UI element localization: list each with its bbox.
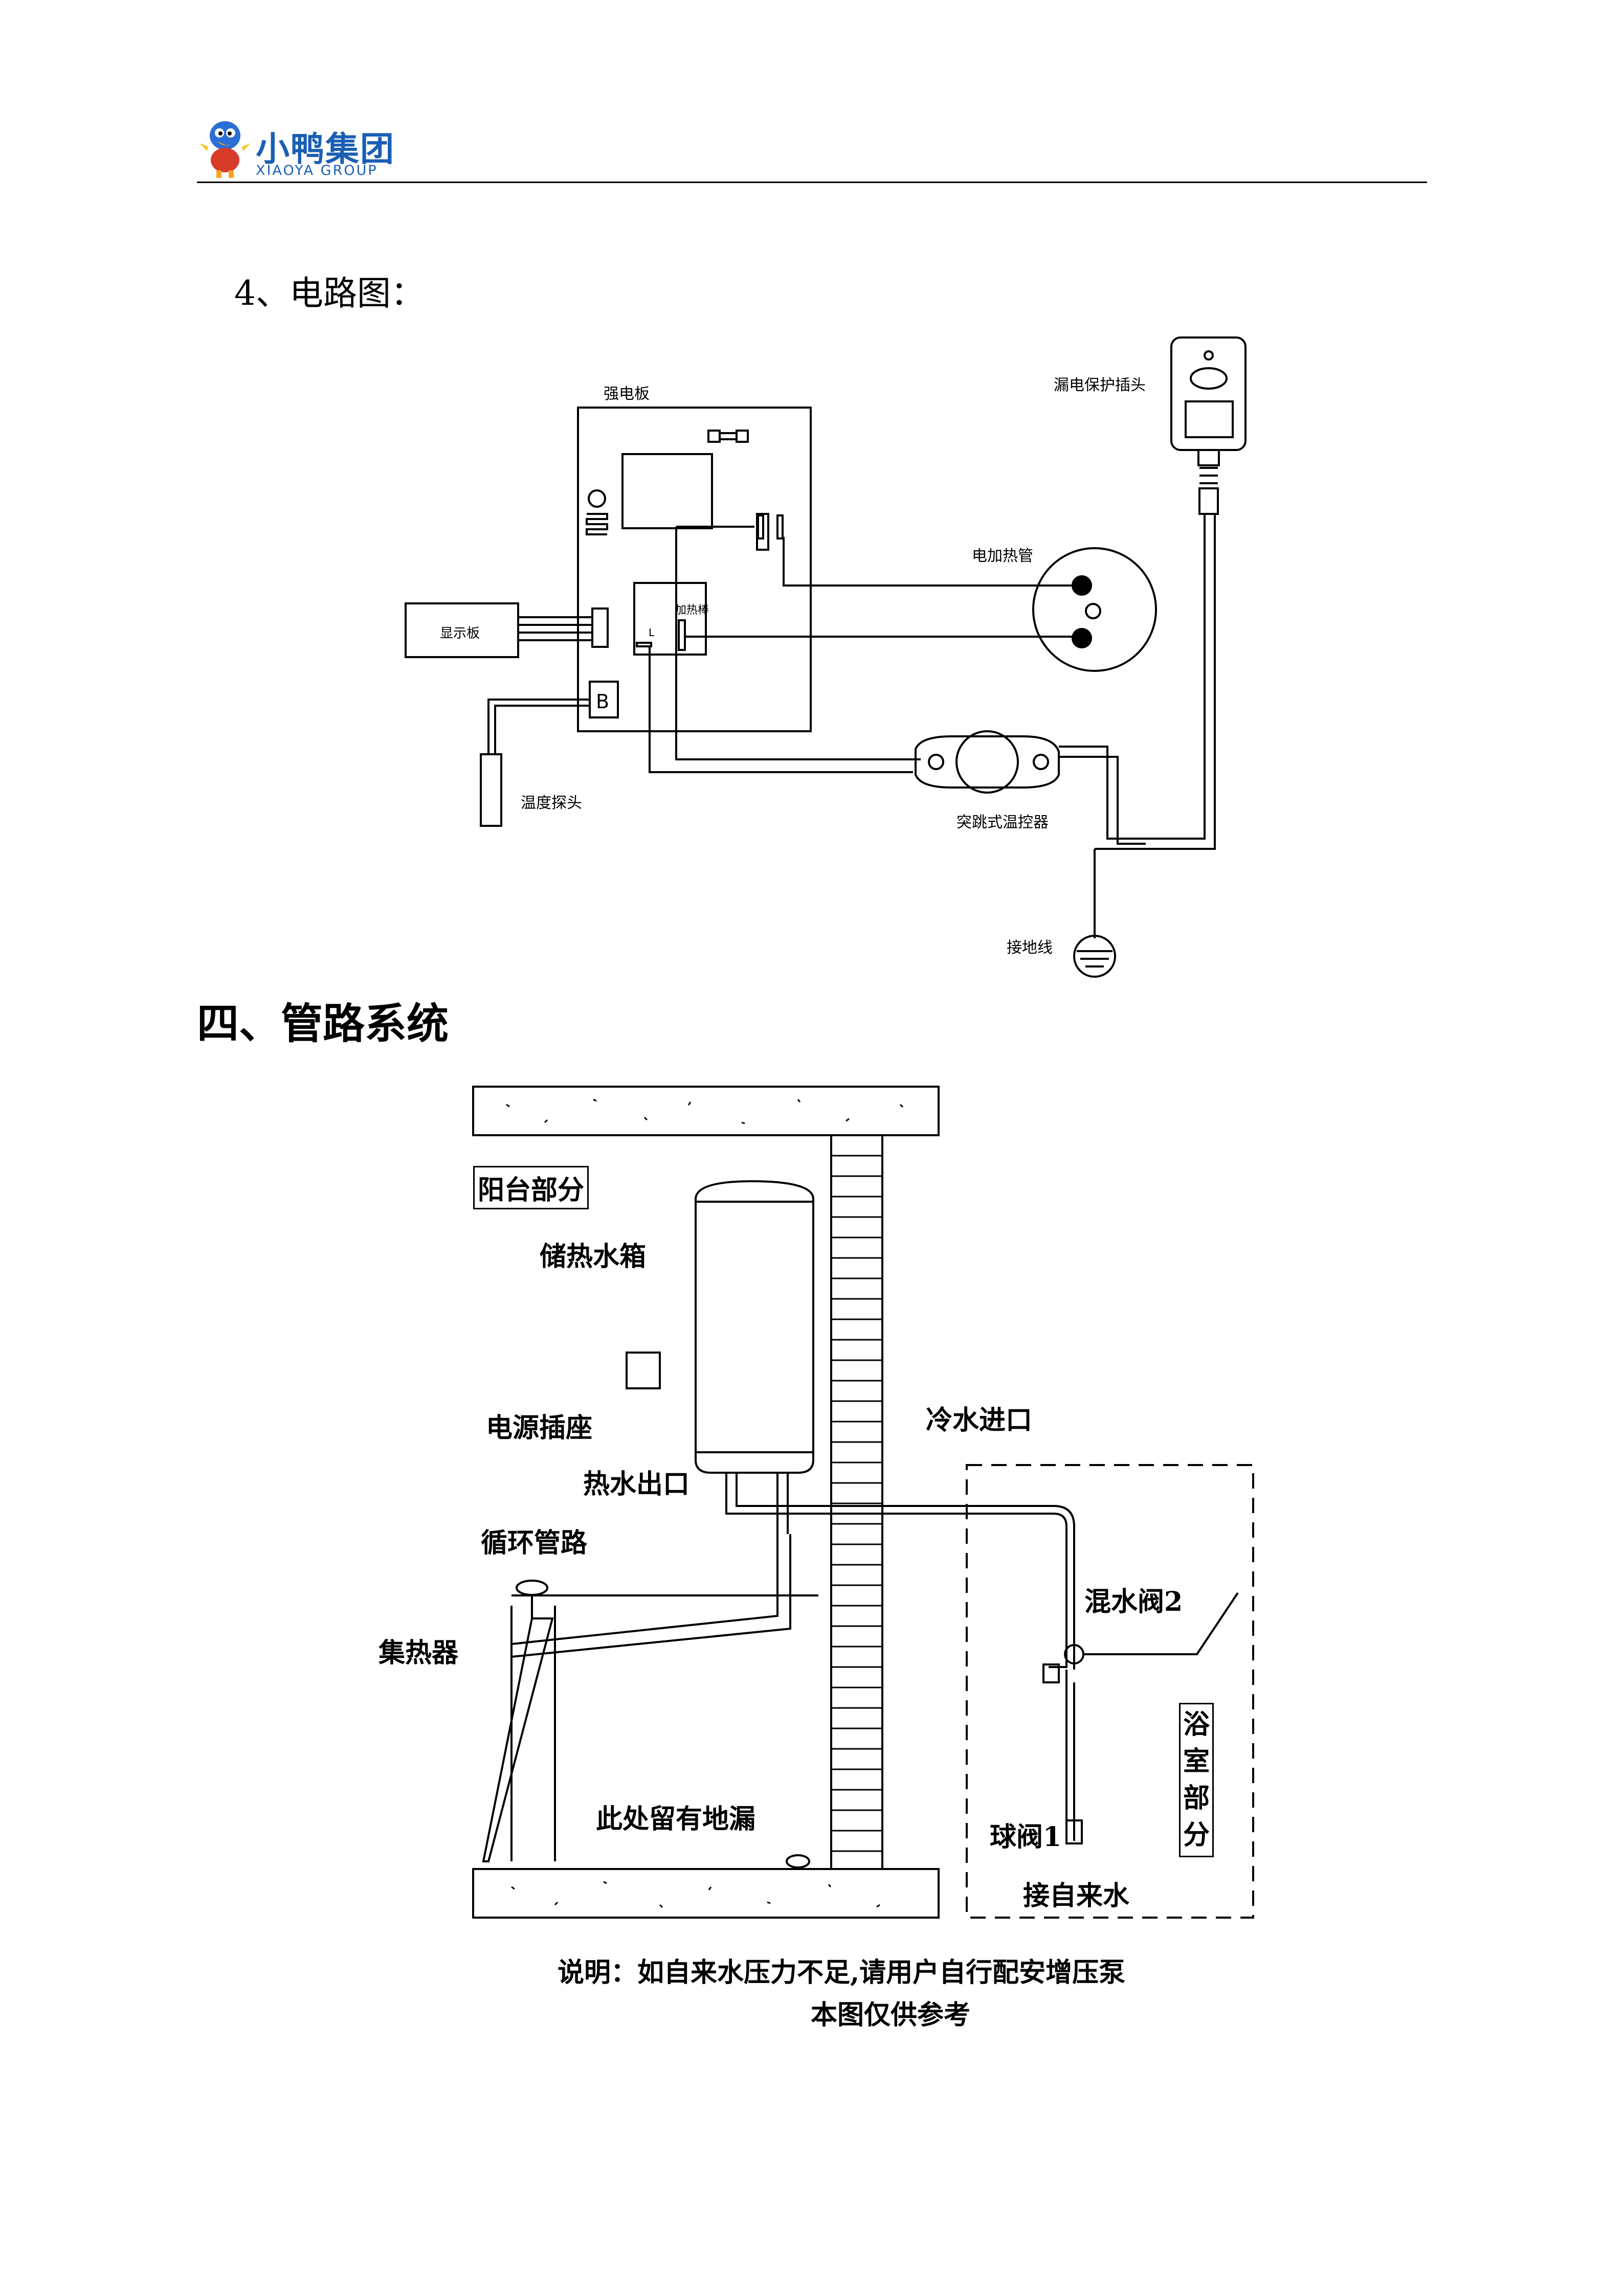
label-tap-water: 接自来水 [1023,1880,1130,1911]
header-rule [197,182,1427,183]
label-temp-probe: 温度探头 [521,794,582,812]
temp-probe [480,753,502,827]
label-power-socket: 电源插座 [486,1412,593,1444]
duck-logo-icon [199,121,251,178]
label-cold-inlet: 冷水进口 [926,1405,1033,1436]
label-bathroom-3: 部 [1183,1783,1210,1814]
label-ball-valve: 球阀1 [990,1821,1062,1853]
brick-wall [830,1134,883,1870]
label-floor-drain: 此处留有地漏 [596,1804,756,1835]
label-heating-tube: 电加热管 [972,547,1033,565]
label-storage-tank: 储热水箱 [540,1241,647,1272]
brand-name-en: XIAOYA GROUP [256,163,378,178]
leakage-plug [1170,336,1247,451]
circuit-heading: 4、电路图： [234,274,425,313]
note-line-1: 说明：如自来水压力不足,请用户自行配安增压泵 [558,1957,1126,1988]
label-bathroom: 浴 室 部 分 [1179,1703,1214,1857]
power-socket [626,1352,661,1389]
heating-tube [1032,547,1157,672]
display-board [405,602,519,658]
pipe-heading: 四、管路系统 [197,1000,449,1048]
label-balcony: 阳台部分 [473,1166,589,1209]
label-bathroom-4: 分 [1183,1819,1210,1851]
label-display-board: 显示板 [440,626,480,641]
label-mixing-valve: 混水阀2 [1084,1586,1183,1617]
svg-text:B: B [596,690,609,713]
storage-tank [695,1180,814,1474]
label-collector: 集热器 [379,1637,459,1669]
note-line-2: 本图仅供参考 [811,1999,971,2031]
label-heater-terminal: 加热棒 [675,604,709,617]
label-hot-outlet: 热水出口 [583,1469,690,1500]
label-leakage-plug: 漏电保护插头 [1054,376,1146,394]
label-bathroom-2: 室 [1183,1746,1210,1777]
label-power-board: 强电板 [604,385,650,403]
label-snap-thermostat: 突跳式温控器 [956,814,1049,831]
collector [482,1617,554,1862]
label-bathroom-1: 浴 [1183,1709,1210,1740]
label-circulation: 循环管路 [481,1527,588,1559]
label-ground-wire: 接地线 [1007,939,1053,957]
label-terminal-l: L [649,626,655,639]
power-board [577,407,812,732]
brand-name-cn: 小鸭集团 [256,129,395,169]
snap-thermostat [915,735,1060,789]
